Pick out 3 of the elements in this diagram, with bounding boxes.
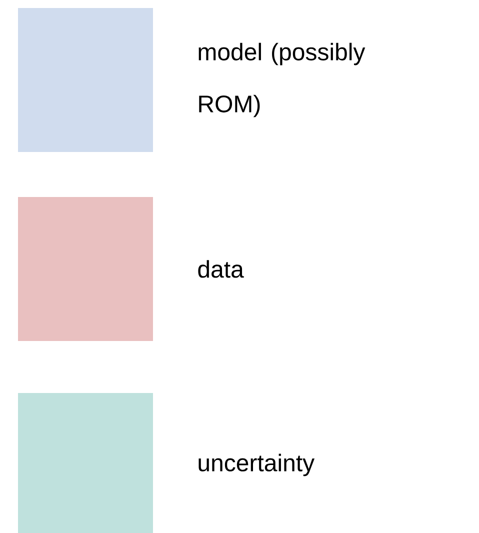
legend-label: data xyxy=(198,260,244,278)
legend-label: uncertainty xyxy=(198,454,315,476)
legend-label: model (possibly ROM) xyxy=(198,42,366,118)
